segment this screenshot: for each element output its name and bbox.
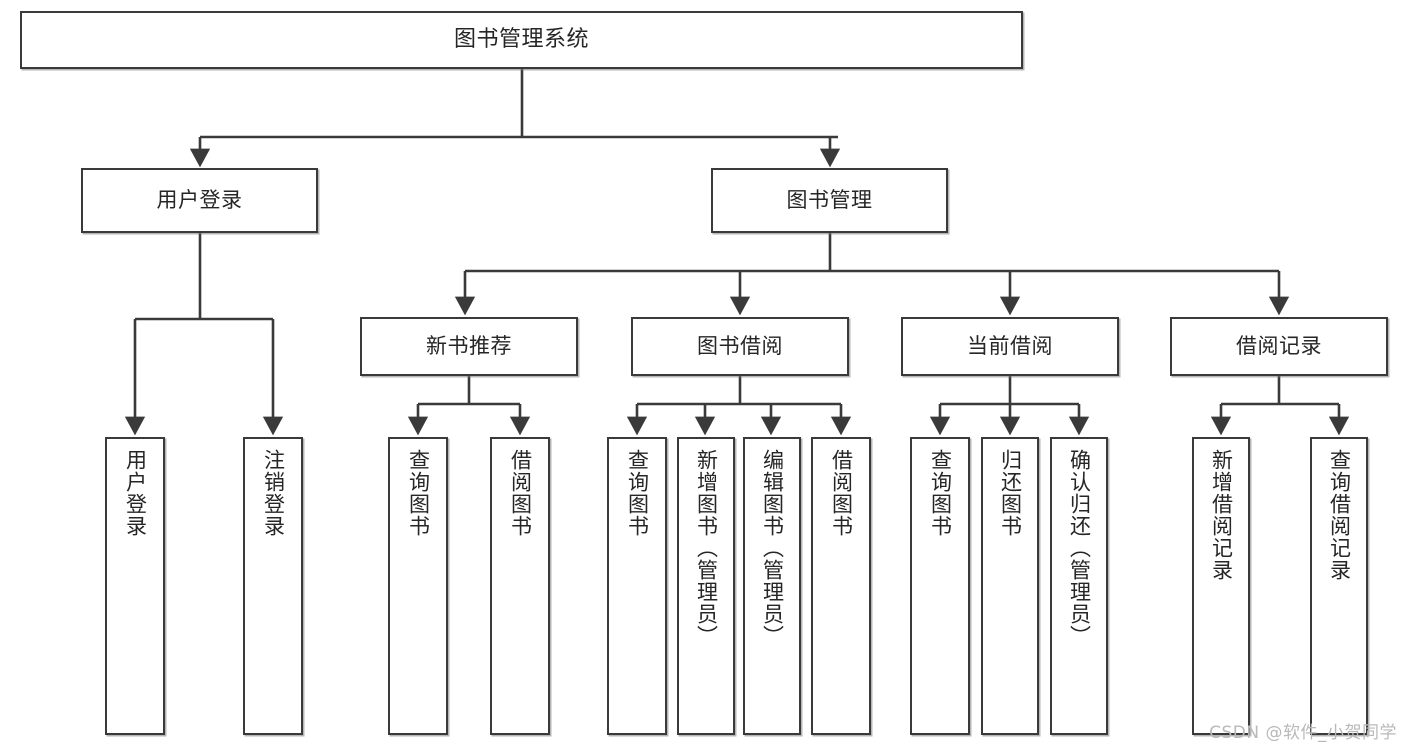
- node-label: 查询借阅记录: [1327, 449, 1352, 581]
- leaf-borrow-add-book[interactable]: 新增图书（管理员）: [677, 437, 735, 735]
- node-label: 新增图书（管理员）: [694, 449, 719, 647]
- node-label: 新书推荐: [426, 333, 512, 358]
- node-current-borrow[interactable]: 当前借阅: [901, 317, 1119, 376]
- leaf-current-return-book[interactable]: 归还图书: [981, 437, 1039, 735]
- node-book-management[interactable]: 图书管理: [711, 168, 948, 233]
- node-label: 新增借阅记录: [1209, 449, 1234, 581]
- node-label: 归还图书: [998, 449, 1023, 537]
- leaf-new-book-query-book[interactable]: 查询图书: [388, 437, 448, 735]
- node-root-system[interactable]: 图书管理系统: [20, 11, 1023, 69]
- node-label: 借阅图书: [508, 449, 533, 537]
- node-book-borrow[interactable]: 图书借阅: [631, 317, 849, 376]
- node-borrow-record[interactable]: 借阅记录: [1170, 317, 1388, 376]
- node-label: 查询图书: [928, 449, 953, 537]
- leaf-record-query-record[interactable]: 查询借阅记录: [1310, 437, 1368, 735]
- leaf-borrow-borrow-book[interactable]: 借阅图书: [811, 437, 871, 735]
- node-label: 借阅记录: [1236, 333, 1322, 358]
- leaf-user-login-login[interactable]: 用户登录: [105, 437, 165, 735]
- node-label: 用户登录: [156, 187, 243, 212]
- leaf-borrow-edit-book[interactable]: 编辑图书（管理员）: [743, 437, 801, 735]
- node-label: 查询图书: [625, 449, 650, 537]
- node-label: 图书管理系统: [453, 26, 589, 52]
- node-label: 编辑图书（管理员）: [760, 449, 785, 647]
- node-label: 用户登录: [123, 449, 148, 537]
- leaf-record-add-record[interactable]: 新增借阅记录: [1192, 437, 1250, 735]
- leaf-current-query-book[interactable]: 查询图书: [910, 437, 970, 735]
- leaf-new-book-borrow-book[interactable]: 借阅图书: [490, 437, 550, 735]
- node-label: 注销登录: [261, 449, 286, 537]
- leaf-user-login-logout[interactable]: 注销登录: [243, 437, 303, 735]
- node-label: 借阅图书: [829, 449, 854, 537]
- leaf-current-confirm-return[interactable]: 确认归还（管理员）: [1050, 437, 1108, 735]
- node-label: 图书管理: [786, 187, 873, 212]
- leaf-borrow-query-book[interactable]: 查询图书: [607, 437, 667, 735]
- node-label: 图书借阅: [697, 333, 783, 358]
- node-user-login[interactable]: 用户登录: [81, 168, 318, 233]
- node-label: 确认归还（管理员）: [1067, 449, 1092, 647]
- node-new-book-recommend[interactable]: 新书推荐: [360, 317, 578, 376]
- node-label: 当前借阅: [967, 333, 1053, 358]
- node-label: 查询图书: [406, 449, 431, 537]
